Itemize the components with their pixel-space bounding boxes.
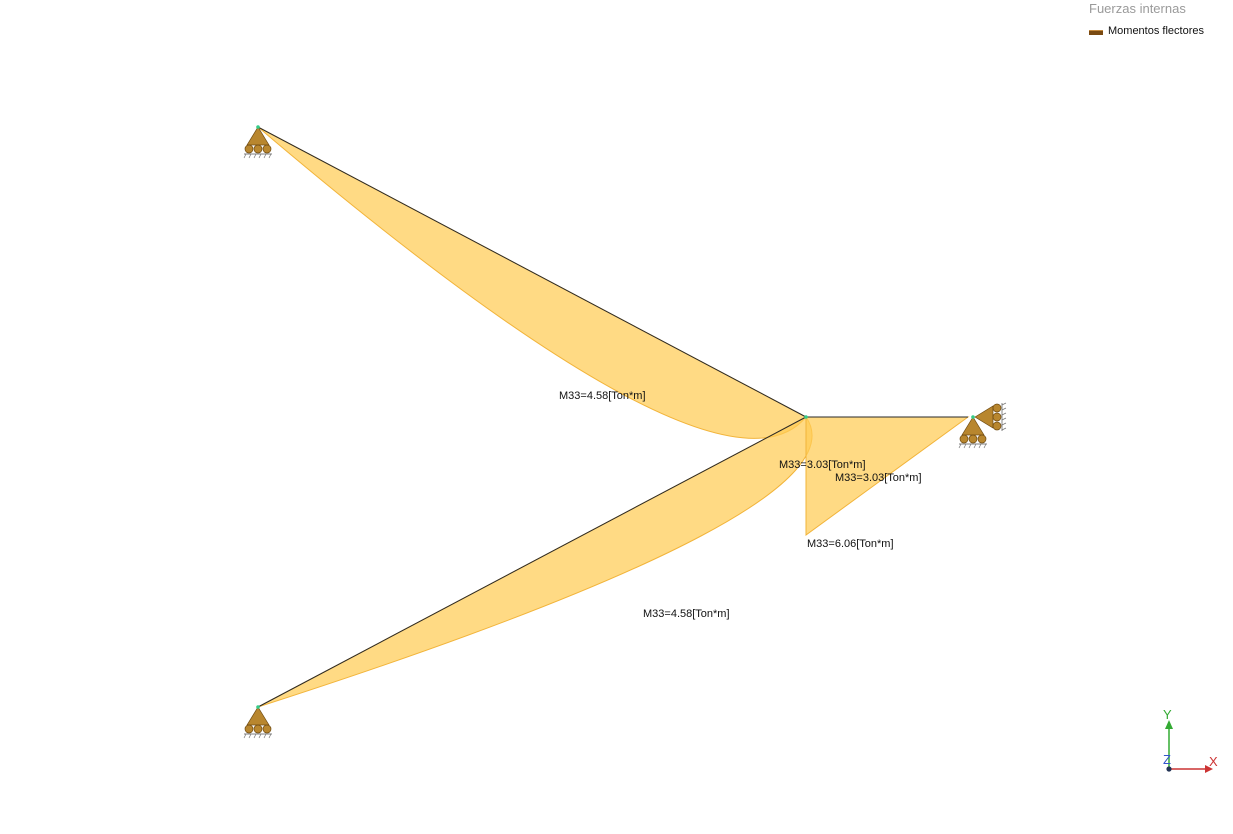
x-axis-arrow-icon <box>1205 765 1213 773</box>
axis-triad: X Y Z <box>1163 707 1218 773</box>
structure-nodes <box>256 125 975 709</box>
moment-labels: M33=4.58[Ton*m] M33=3.03[Ton*m] M33=3.03… <box>559 390 922 620</box>
legend-swatch <box>1089 30 1103 35</box>
moment-diagram-fills <box>257 126 970 708</box>
moment-label-lower-member: M33=4.58[Ton*m] <box>643 608 730 620</box>
legend-panel: Fuerzas internas Momentos flectores <box>1089 0 1229 37</box>
node-right[interactable] <box>971 415 975 419</box>
y-axis-label: Y <box>1163 707 1172 722</box>
legend-item-label: Momentos flectores <box>1108 25 1204 37</box>
member-upper[interactable] <box>257 126 807 418</box>
legend-item-momentos-flectores[interactable]: Momentos flectores <box>1089 24 1229 40</box>
node-top[interactable] <box>256 125 260 129</box>
legend-title: Fuerzas internas <box>1089 1 1186 16</box>
moment-label-right-member: M33=6.06[Ton*m] <box>807 538 894 550</box>
x-axis-label: X <box>1209 754 1218 769</box>
pin-support-right[interactable] <box>958 402 1007 449</box>
y-axis-arrow-icon <box>1165 720 1173 729</box>
roller-support-bottom[interactable] <box>243 706 272 739</box>
moment-label-upper-end: M33=3.03[Ton*m] <box>779 459 866 471</box>
z-axis-label: Z <box>1163 752 1171 767</box>
roller-support-top[interactable] <box>243 126 272 159</box>
node-center[interactable] <box>804 415 808 419</box>
moment-label-upper-member: M33=4.58[Ton*m] <box>559 390 646 402</box>
moment-area-upper-member <box>257 126 807 439</box>
member-lower[interactable] <box>257 416 807 708</box>
structure-members <box>257 126 968 708</box>
moment-label-lower-end: M33=3.03[Ton*m] <box>835 472 922 484</box>
node-bottom[interactable] <box>256 705 260 709</box>
origin-dot <box>1166 766 1172 772</box>
